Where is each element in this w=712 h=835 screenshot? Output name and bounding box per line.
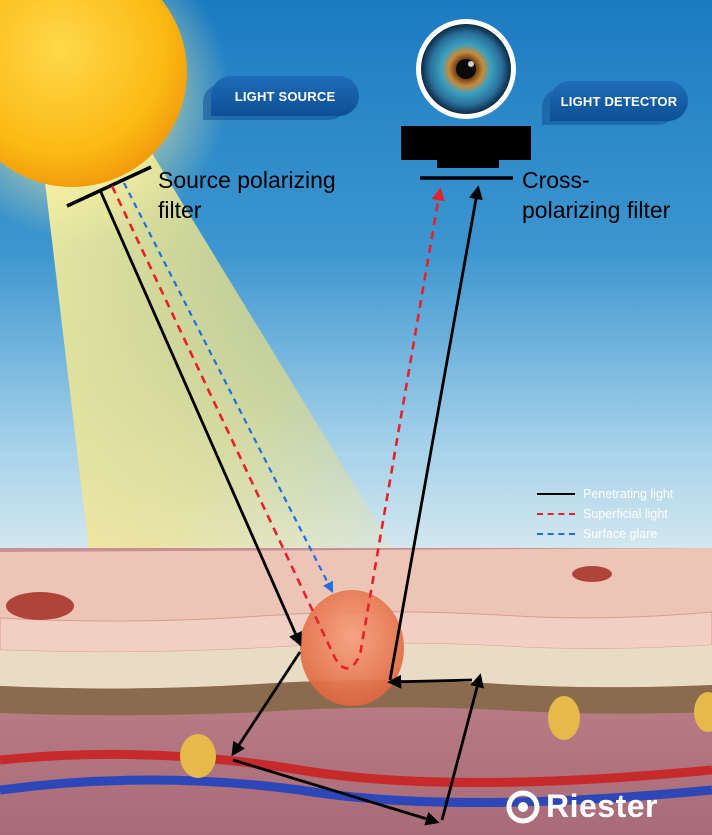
source-filter-label: Source polarizing filter	[158, 165, 368, 225]
penetrating-ray-4	[440, 673, 484, 821]
legend-label: Penetrating light	[583, 487, 674, 501]
legend-item-superficial: Superficial light	[537, 504, 712, 524]
light-source-badge: LIGHT SOURCE	[211, 76, 359, 116]
penetrating-ray-1	[98, 189, 302, 647]
source-filter-label-line1: Source polarizing	[158, 167, 336, 193]
cross-filter-label-line2: polarizing filter	[522, 197, 671, 223]
eye-icon	[416, 19, 516, 119]
light-detector-badge: LIGHT DETECTOR	[550, 81, 688, 121]
penetrating-ray-5	[387, 674, 473, 689]
legend-label: Surface glare	[583, 527, 658, 541]
legend-item-penetrating: Penetrating light	[537, 484, 712, 504]
legend: Penetrating light Superficial light Surf…	[537, 484, 712, 544]
brand: Riester	[506, 788, 658, 825]
superficial-light-path	[110, 185, 445, 670]
legend-swatch-blue-dashed	[537, 533, 575, 535]
legend-swatch-solid	[537, 493, 575, 495]
source-polarizing-filter	[66, 165, 152, 208]
cross-filter-label: Cross- polarizing filter	[522, 165, 712, 225]
legend-item-glare: Surface glare	[537, 524, 712, 544]
brand-name: Riester	[546, 788, 658, 824]
legend-swatch-red-dashed	[537, 513, 575, 515]
cross-filter-label-line1: Cross-	[522, 167, 590, 193]
source-filter-label-line2: filter	[158, 197, 202, 223]
penetrating-light-path	[98, 185, 484, 826]
brand-logo-icon	[506, 790, 540, 823]
penetrating-ray-2	[231, 651, 302, 757]
penetrating-ray-6	[388, 185, 483, 681]
penetrating-ray-3	[232, 758, 440, 826]
camera-detector-icon	[401, 126, 531, 168]
sun-icon	[0, 0, 187, 187]
legend-label: Superficial light	[583, 507, 668, 521]
skin-cross-section	[0, 548, 712, 835]
